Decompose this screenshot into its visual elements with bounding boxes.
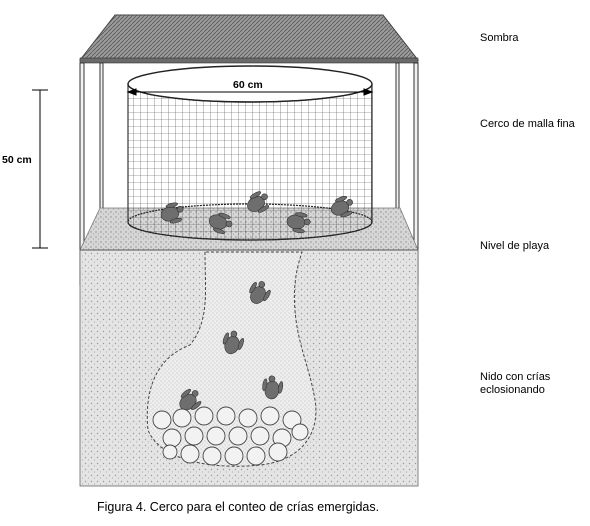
diameter-label: 60 cm — [233, 79, 263, 91]
nest-label-line1: Nido con crías — [480, 371, 551, 383]
turtles-in-fence — [160, 191, 353, 234]
shade-roof — [78, 14, 420, 64]
height-label: 50 cm — [2, 154, 32, 166]
turtle-fence-5 — [330, 196, 353, 218]
turtle-fence-2 — [208, 212, 233, 234]
height-arrow — [32, 89, 48, 249]
fence-label: Cerco de malla fina — [480, 118, 575, 130]
beach-level-label: Nivel de playa — [480, 240, 550, 252]
turtle-nest-1 — [249, 281, 271, 304]
turtles-in-nest — [179, 281, 284, 411]
nest-label-line2: eclosionando — [480, 384, 545, 396]
eggs — [152, 406, 309, 466]
mesh-fence — [127, 65, 373, 241]
roof-posts — [79, 62, 419, 286]
diameter-arrow — [126, 88, 374, 96]
turtle-fence-3 — [247, 191, 270, 213]
figure-caption: Figura 4. Cerco para el conteo de crías … — [97, 500, 380, 514]
turtle-fence-1 — [160, 202, 184, 224]
shade-label: Sombra — [480, 32, 519, 44]
turtle-nest-4 — [262, 375, 284, 400]
turtle-fence-4 — [286, 212, 311, 234]
turtle-nest-3 — [179, 388, 202, 411]
turtle-nest-2 — [222, 330, 244, 355]
